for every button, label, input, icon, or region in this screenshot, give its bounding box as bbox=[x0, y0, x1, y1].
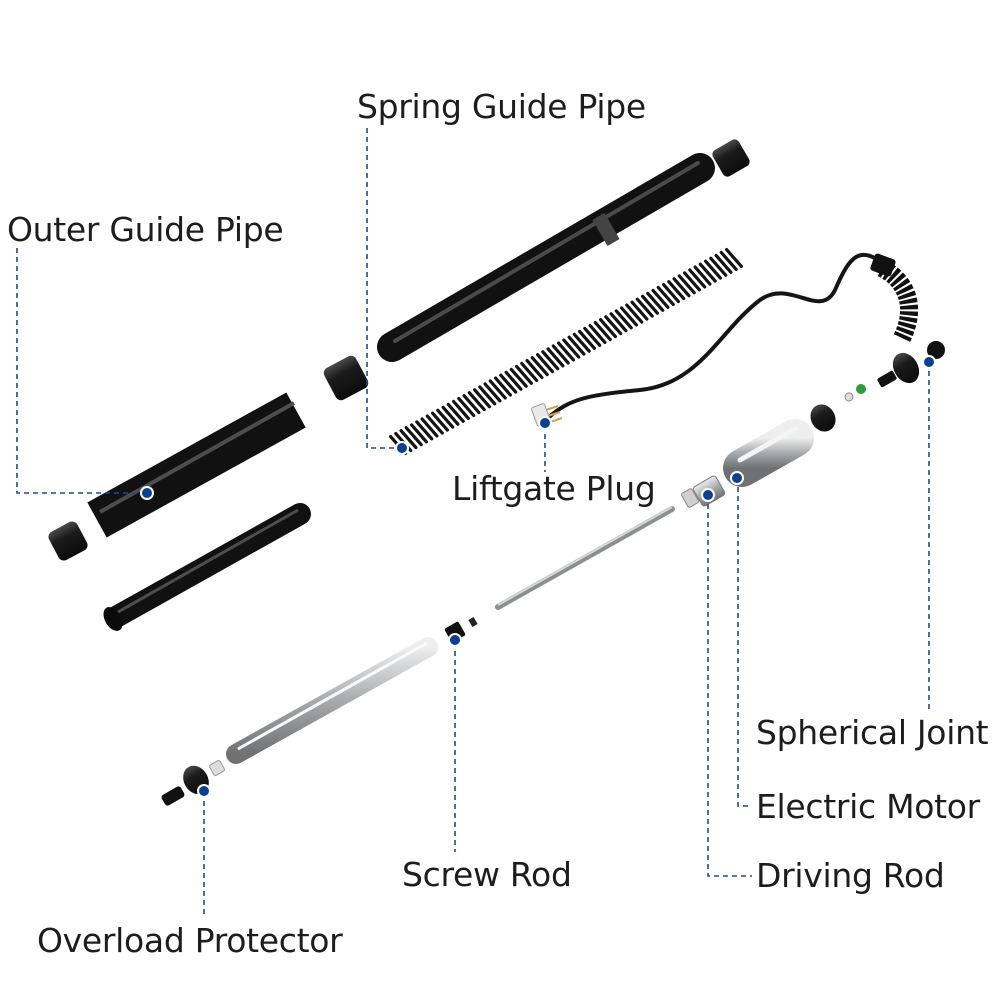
label-spring-guide-pipe: Spring Guide Pipe bbox=[357, 87, 646, 126]
spring-coil bbox=[604, 315, 623, 336]
marker-dots bbox=[140, 355, 936, 798]
spring-coil bbox=[577, 329, 597, 350]
spring-coil bbox=[483, 382, 502, 403]
spring-coil bbox=[525, 359, 544, 380]
spring-coil bbox=[682, 271, 702, 292]
spring-coil bbox=[583, 326, 602, 347]
label-screw-rod: Screw Rod bbox=[402, 855, 572, 894]
overload-protector bbox=[161, 765, 209, 806]
spring-coil bbox=[635, 297, 654, 318]
spring-coil bbox=[431, 411, 449, 432]
screw-rod bbox=[444, 506, 675, 643]
spring-coil bbox=[709, 256, 728, 277]
spring-coil bbox=[640, 294, 660, 315]
spring-coil bbox=[656, 285, 675, 306]
spring-coil bbox=[546, 347, 565, 368]
electric-motor bbox=[723, 419, 814, 487]
spring-coil bbox=[703, 259, 723, 280]
spring-coil bbox=[541, 350, 560, 371]
spring-coil bbox=[452, 399, 470, 420]
spring-coil bbox=[609, 312, 628, 333]
spring-coil bbox=[488, 379, 507, 400]
marker-spring bbox=[395, 441, 409, 455]
spring-coil bbox=[415, 420, 434, 441]
marker-screw-rod bbox=[448, 633, 462, 647]
leader-spring-guide-pipe bbox=[366, 128, 402, 449]
label-overload-protector: Overload Protector bbox=[37, 921, 343, 960]
label-spherical-joint: Spherical Joint bbox=[756, 713, 989, 752]
spring-coil bbox=[509, 367, 528, 388]
marker-driving-rod bbox=[701, 488, 715, 502]
leader-lines bbox=[16, 128, 930, 915]
spring-coil bbox=[567, 335, 586, 356]
leader-driving-rod bbox=[707, 495, 752, 877]
spring-coil bbox=[693, 265, 712, 286]
spherical-joint bbox=[810, 341, 945, 432]
spring-coil bbox=[499, 373, 518, 394]
spring-coil bbox=[556, 341, 576, 362]
spring-coil bbox=[661, 283, 681, 304]
marker-outer-guide-pipe bbox=[140, 486, 154, 500]
spring-coil bbox=[719, 250, 738, 271]
leader-electric-motor bbox=[737, 478, 752, 807]
spring-coil bbox=[404, 426, 423, 447]
spring-coil bbox=[651, 288, 670, 309]
spring-coil bbox=[619, 306, 639, 327]
outer-guide-pipe-cap-right bbox=[323, 355, 369, 401]
leader-outer-guide-pipe bbox=[16, 248, 147, 494]
spring-coil bbox=[646, 291, 665, 312]
spring-coil bbox=[467, 391, 486, 412]
spring-coil bbox=[420, 417, 439, 438]
marker-liftgate-plug bbox=[538, 416, 552, 430]
spring-coil bbox=[504, 370, 523, 391]
outer-guide-pipe-cap-left bbox=[48, 521, 88, 561]
outer-guide-pipe bbox=[87, 392, 306, 538]
label-driving-rod: Driving Rod bbox=[756, 856, 945, 895]
spring-coil bbox=[410, 423, 428, 444]
spring-coil bbox=[598, 318, 618, 339]
marker-electric-motor bbox=[730, 471, 744, 485]
spring-coil bbox=[494, 376, 512, 397]
spring-coil bbox=[535, 353, 555, 374]
spring-coil bbox=[399, 429, 418, 450]
spring-coil bbox=[551, 344, 570, 365]
spring-coil bbox=[625, 303, 644, 324]
spring-coil bbox=[457, 397, 476, 418]
label-liftgate-plug: Liftgate Plug bbox=[452, 469, 656, 508]
marker-overload-protector bbox=[197, 784, 211, 798]
spring-coil bbox=[478, 385, 497, 406]
spring-coil bbox=[473, 388, 491, 409]
spring-coil bbox=[514, 364, 534, 385]
marker-spherical-joint bbox=[922, 355, 936, 369]
spring-coil bbox=[462, 394, 481, 415]
label-outer-guide-pipe: Outer Guide Pipe bbox=[7, 210, 284, 249]
spring-coil bbox=[614, 309, 633, 330]
spring-coil bbox=[520, 361, 539, 382]
inner-tube bbox=[103, 503, 311, 631]
spring-guide-pipe-cap bbox=[712, 139, 750, 177]
spring-coil bbox=[441, 405, 460, 426]
spring-coil bbox=[425, 414, 444, 435]
spring-guide-pipe bbox=[377, 153, 715, 362]
spring-coil bbox=[530, 356, 549, 377]
spring-coil bbox=[714, 253, 733, 274]
spring-coil bbox=[588, 323, 607, 344]
spring-coil bbox=[698, 262, 717, 283]
lower-silver-tube bbox=[209, 637, 438, 776]
spring-coil bbox=[672, 277, 691, 298]
spring-coil bbox=[677, 274, 696, 295]
spring bbox=[389, 248, 744, 455]
spring-coil bbox=[572, 332, 591, 353]
spring-coil bbox=[724, 248, 744, 268]
spring-coil bbox=[688, 268, 707, 289]
spring-coil bbox=[593, 321, 612, 342]
spring-coil bbox=[667, 280, 686, 301]
spring-coil bbox=[630, 300, 649, 321]
spring-coil bbox=[446, 402, 465, 423]
label-electric-motor: Electric Motor bbox=[756, 787, 980, 826]
spring-coil bbox=[562, 338, 581, 359]
spring-coil bbox=[436, 408, 455, 429]
